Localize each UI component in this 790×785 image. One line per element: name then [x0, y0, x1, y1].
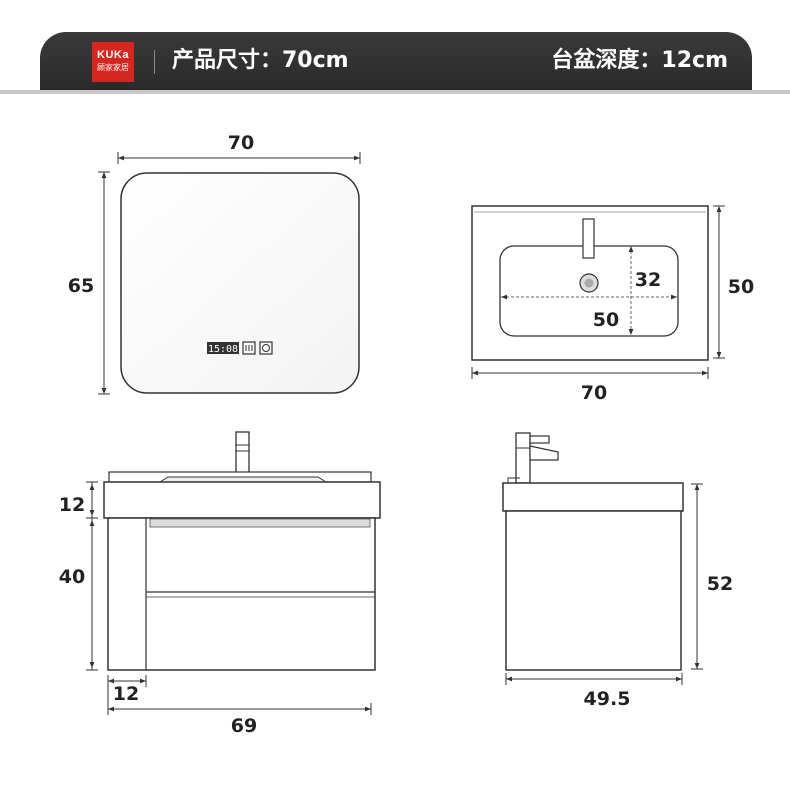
- side-countertop: [502, 482, 684, 512]
- cabinet-front-view: 12 40 12 69: [59, 431, 381, 737]
- mirror-outline: [120, 172, 360, 394]
- front-body-label: 40: [59, 566, 85, 588]
- front-countertop: [103, 481, 381, 519]
- mirror-clock-text: 15:08: [208, 344, 238, 355]
- brand-logo: KUKa 顾家家居: [92, 42, 134, 82]
- mirror-clock-display: [207, 342, 239, 354]
- front-cabinet-body: [107, 517, 376, 671]
- header-divider: [154, 50, 155, 74]
- mirror-height-label: 65: [68, 275, 94, 297]
- mirror-view: 15:08 70 65: [68, 132, 361, 395]
- front-faucet-icon: [235, 431, 250, 477]
- side-depth-label: 49.5: [584, 688, 631, 710]
- cabinet-side-view: 52 49.5: [502, 432, 733, 710]
- front-width-label: 69: [231, 715, 257, 737]
- mirror-width-label: 70: [228, 132, 254, 154]
- side-height-label: 52: [707, 573, 733, 595]
- brand-logo-name: KUKa: [97, 49, 129, 61]
- basin-depth-text: 台盆深度：12cm: [551, 48, 728, 73]
- basin-inner-width-label: 50: [593, 309, 619, 331]
- brand-logo-subtitle: 顾家家居: [97, 63, 129, 72]
- basin-width-label: 70: [581, 382, 607, 404]
- faucet-icon: [582, 218, 595, 259]
- header-underline: [0, 90, 790, 94]
- basin-depth-label: 50: [728, 276, 754, 298]
- product-size-text: 产品尺寸：70cm: [172, 48, 349, 73]
- basin-inner-depth-label: 32: [635, 269, 661, 291]
- front-side-label: 12: [113, 683, 139, 705]
- header-bar: [40, 32, 752, 90]
- side-faucet-icon: [515, 432, 531, 484]
- defog-icon: [242, 341, 256, 355]
- side-cabinet-body: [505, 510, 682, 671]
- power-icon: [259, 341, 273, 355]
- front-top-label: 12: [59, 494, 85, 516]
- basin-top-view: 32 50 50 70: [471, 205, 754, 404]
